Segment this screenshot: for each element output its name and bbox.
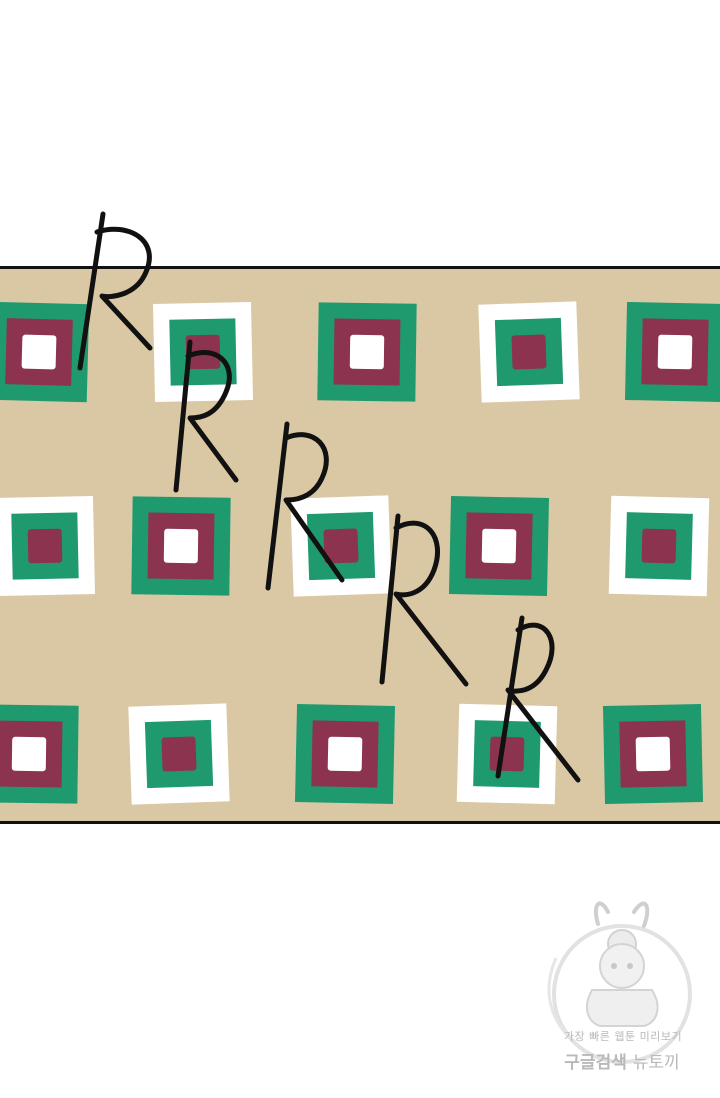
watermark: 가장 빠른 웹툰 미리보기 구글검색 뉴토끼 — [536, 898, 708, 1088]
pattern-tile — [624, 301, 720, 403]
watermark-search-label: 구글검색 — [564, 1053, 627, 1073]
pattern-tile — [602, 703, 704, 805]
pattern-tile — [448, 495, 550, 597]
pattern-tile — [317, 302, 417, 402]
bunny-girl-mascot-icon — [547, 901, 692, 1064]
pattern-tile — [152, 301, 254, 403]
pattern-tile — [0, 301, 90, 403]
pattern-tile — [131, 496, 231, 596]
pattern-tile — [294, 703, 396, 805]
watermark-site: 구글검색 뉴토끼 — [536, 1048, 708, 1073]
pattern-tile — [0, 495, 96, 597]
pattern-tile — [0, 704, 79, 804]
watermark-tagline: 가장 빠른 웹툰 미리보기 — [563, 1030, 683, 1043]
tile-pattern — [0, 269, 720, 821]
pattern-tile — [608, 495, 710, 597]
pattern-tile — [478, 301, 580, 403]
pattern-tile — [128, 703, 230, 805]
pattern-tile — [456, 703, 558, 805]
comic-panel — [0, 266, 720, 824]
pattern-tile — [290, 495, 392, 597]
watermark-site-name: 뉴토끼 — [632, 1053, 680, 1073]
